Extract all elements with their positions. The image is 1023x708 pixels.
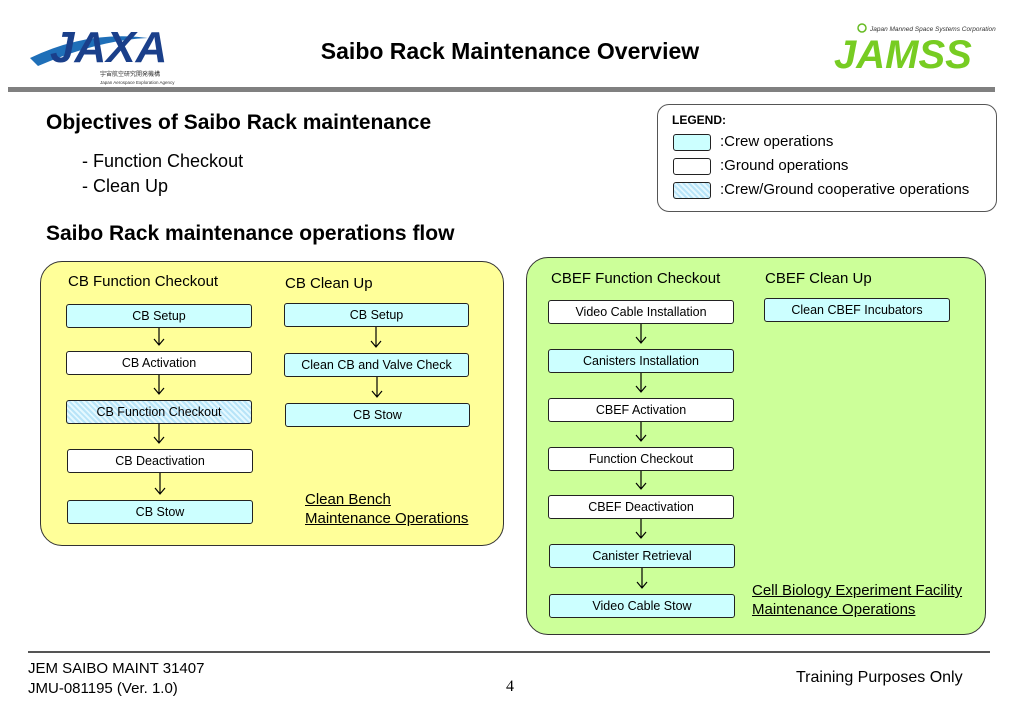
flow-step: CB Setup (284, 303, 469, 327)
flow-step: CB Stow (285, 403, 470, 427)
legend-swatch-coop (673, 182, 711, 199)
flow-arrow (153, 328, 165, 346)
legend-swatch-ground (673, 158, 711, 175)
flow-arrow (635, 519, 647, 539)
link-line[interactable]: Clean Bench (305, 491, 391, 508)
flow-arrow (370, 327, 382, 348)
cbef-maintenance-link[interactable]: Cell Biology Experiment Facility Mainten… (752, 581, 962, 619)
column-title: CB Function Checkout (68, 273, 219, 290)
column-title: CBEF Clean Up (765, 270, 872, 287)
objective-item: - Clean Up (82, 176, 169, 196)
header-divider (8, 87, 995, 92)
jaxa-logo-text: JAXA (50, 23, 167, 72)
footer-note: Training Purposes Only (796, 669, 963, 686)
flow-step: Canister Retrieval (549, 544, 735, 568)
flow-step: CB Deactivation (67, 449, 253, 473)
jamss-logo: Japan Manned Space Systems Corporation J… (830, 18, 1005, 78)
jaxa-logo: JAXA 宇宙航空研究開発機構 Japan Aerospace Explorat… (28, 10, 178, 90)
flow-step: CBEF Deactivation (548, 495, 734, 519)
jamss-caption: Japan Manned Space Systems Corporation (869, 26, 996, 33)
footer-doc-number: JMU-081195 (Ver. 1.0) (28, 680, 178, 697)
legend-title: LEGEND: (672, 113, 726, 127)
column-title: CBEF Function Checkout (551, 270, 721, 287)
flow-step: Video Cable Stow (549, 594, 735, 618)
flow-arrow (635, 471, 647, 490)
objectives-heading: Objectives of Saibo Rack maintenance (46, 111, 432, 134)
flow-arrow (635, 422, 647, 442)
flow-arrow (153, 375, 165, 395)
jamss-logo-text: JAMSS (834, 33, 972, 77)
flow-arrow (635, 373, 647, 393)
legend-label: :Crew operations (720, 133, 834, 150)
flow-arrow (154, 473, 166, 495)
legend: LEGEND: :Crew operations :Ground operati… (657, 104, 997, 212)
flow-arrow (371, 377, 383, 398)
flow-step: CBEF Activation (548, 398, 734, 422)
footer-divider (28, 651, 990, 653)
legend-label: :Crew/Ground cooperative operations (720, 181, 970, 198)
link-line[interactable]: Maintenance Operations (305, 510, 469, 527)
link-line[interactable]: Maintenance Operations (752, 601, 916, 618)
flow-step: Clean CBEF Incubators (764, 298, 950, 322)
flow-heading: Saibo Rack maintenance operations flow (46, 222, 455, 245)
flow-arrow (636, 568, 648, 589)
flow-step: CB Setup (66, 304, 252, 328)
link-line[interactable]: Cell Biology Experiment Facility (752, 582, 963, 599)
flow-arrow (153, 424, 165, 444)
legend-label: :Ground operations (720, 157, 849, 174)
page-title: Saibo Rack Maintenance Overview (320, 38, 700, 64)
flow-step: Canisters Installation (548, 349, 734, 373)
flow-step: Video Cable Installation (548, 300, 734, 324)
flow-step: CB Function Checkout (66, 400, 252, 424)
legend-swatch-crew (673, 134, 711, 151)
footer-doc-id: JEM SAIBO MAINT 31407 (28, 660, 205, 677)
column-title: CB Clean Up (285, 275, 373, 292)
objective-item: - Function Checkout (82, 151, 244, 171)
flow-arrow (635, 324, 647, 344)
jaxa-logo-subtext: 宇宙航空研究開発機構 (100, 70, 160, 78)
flow-step: Function Checkout (548, 447, 734, 471)
page-number: 4 (506, 678, 514, 695)
flow-step: CB Stow (67, 500, 253, 524)
flow-step: CB Activation (66, 351, 252, 375)
jaxa-logo-subtext-en: Japan Aerospace Exploration Agency (100, 80, 175, 85)
flow-step: Clean CB and Valve Check (284, 353, 469, 377)
cb-maintenance-link[interactable]: Clean Bench Maintenance Operations (305, 490, 468, 528)
